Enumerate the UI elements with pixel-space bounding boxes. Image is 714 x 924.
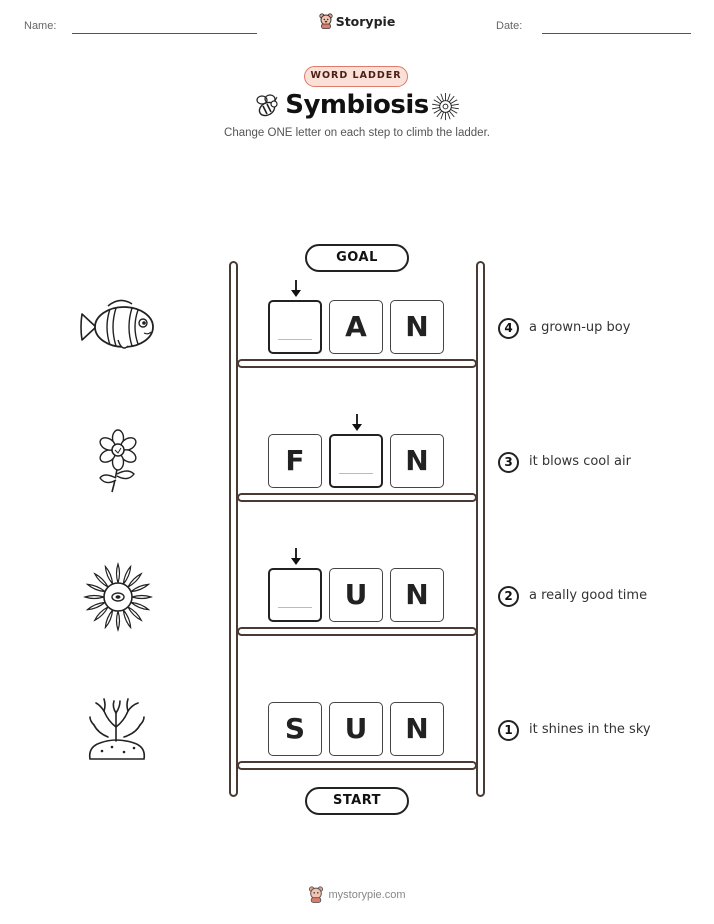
ladder-rail-right — [476, 261, 485, 797]
letter-tile: N — [390, 434, 444, 488]
letter-input[interactable] — [329, 434, 383, 488]
name-line[interactable] — [72, 33, 257, 34]
letter-tile: N — [390, 300, 444, 354]
step-number: 2 — [498, 586, 519, 607]
change-arrow-icon — [352, 414, 362, 431]
brand-name: Storypie — [335, 13, 396, 29]
clownfish-icon — [80, 299, 154, 349]
step-number: 1 — [498, 720, 519, 741]
clue-text: it shines in the sky — [529, 722, 651, 737]
bee-icon — [256, 94, 278, 117]
step-number: 4 — [498, 318, 519, 339]
bear-mascot-icon — [309, 886, 324, 903]
bear-mascot-icon — [319, 13, 333, 29]
letter-tile: U — [329, 568, 383, 622]
name-label: Name: — [24, 20, 57, 32]
letter-input[interactable] — [268, 568, 322, 622]
letter-input[interactable] — [268, 300, 322, 354]
worksheet-title: Symbiosis — [285, 90, 429, 120]
sea-anemone-icon — [83, 562, 153, 632]
letter-tile: N — [390, 568, 444, 622]
ladder-rail-left — [229, 261, 238, 797]
clue-text: a grown-up boy — [529, 320, 631, 335]
letter-tile: S — [268, 702, 322, 756]
flower-icon — [99, 429, 137, 493]
date-line[interactable] — [542, 33, 691, 34]
ladder-rung — [237, 493, 477, 502]
start-label: START — [305, 787, 409, 815]
clue-text: a really good time — [529, 588, 648, 603]
instructions: Change ONE letter on each step to climb … — [224, 127, 490, 139]
brand-logo: Storypie — [0, 13, 714, 33]
step-number: 3 — [498, 452, 519, 473]
letter-tile: A — [329, 300, 383, 354]
change-arrow-icon — [291, 548, 301, 565]
anemone-small-icon — [432, 92, 459, 121]
date-label: Date: — [496, 20, 523, 32]
clue-text: it blows cool air — [529, 454, 631, 469]
ladder-rung — [237, 359, 477, 368]
letter-tile: F — [268, 434, 322, 488]
worksheet-type-badge: WORD LADDER — [304, 66, 408, 87]
goal-label: GOAL — [305, 244, 409, 272]
letter-tile: N — [390, 702, 444, 756]
change-arrow-icon — [291, 280, 301, 297]
footer-url[interactable]: mystorypie.com — [328, 888, 406, 901]
coral-icon — [88, 698, 146, 760]
ladder-rung — [237, 761, 477, 770]
footer: mystorypie.com — [0, 886, 714, 907]
letter-tile: U — [329, 702, 383, 756]
ladder-rung — [237, 627, 477, 636]
